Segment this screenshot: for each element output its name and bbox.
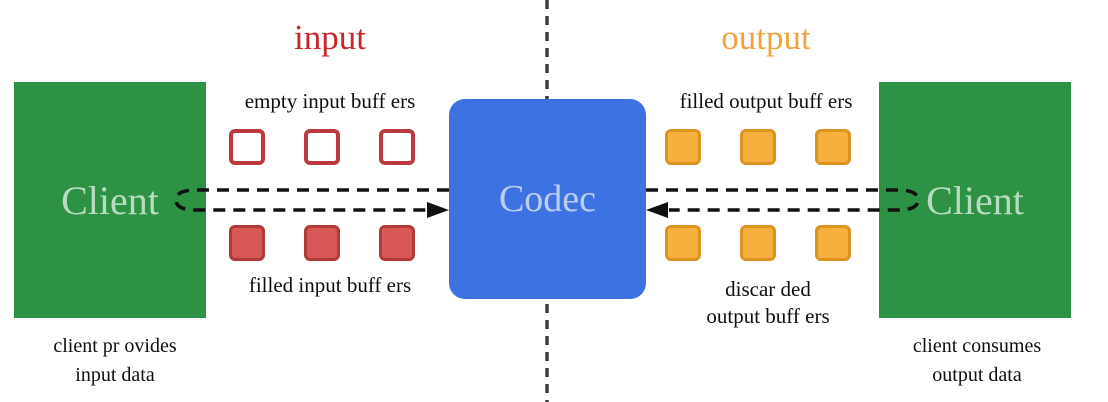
input-section-label: input bbox=[294, 18, 366, 57]
filled-input-buffer-square bbox=[304, 225, 340, 261]
client-left-label: Client bbox=[61, 177, 159, 223]
empty-input-buffer-row bbox=[229, 129, 415, 165]
client-right-box: Client bbox=[879, 82, 1071, 318]
client-right-label: Client bbox=[926, 177, 1024, 223]
discarded-label-line2: output buff ers bbox=[706, 304, 830, 329]
codec-label: Codec bbox=[498, 178, 597, 220]
client-right-caption-line1: client consumes bbox=[912, 335, 1042, 357]
filled-output-buffers-label: filled output buff ers bbox=[679, 89, 853, 113]
empty-input-buffer-square bbox=[229, 129, 265, 165]
discarded-output-buffer-square bbox=[815, 225, 851, 261]
discarded-output-buffers-label: discar ded output buff ers bbox=[658, 276, 878, 331]
client-left-caption-line1: client pr ovides bbox=[53, 335, 177, 357]
filled-input-buffer-row bbox=[229, 225, 415, 261]
discarded-output-buffer-square bbox=[740, 225, 776, 261]
client-left-box: Client bbox=[14, 82, 206, 318]
empty-input-buffer-square bbox=[304, 129, 340, 165]
filled-output-buffer-square bbox=[815, 129, 851, 165]
filled-input-buffer-square bbox=[379, 225, 415, 261]
discarded-output-buffer-square bbox=[665, 225, 701, 261]
codec-box: Codec bbox=[449, 99, 646, 299]
client-left-caption: client pr ovides input data bbox=[10, 332, 220, 390]
empty-input-buffer-square bbox=[379, 129, 415, 165]
empty-input-buffers-label: empty input buff ers bbox=[244, 89, 416, 113]
discarded-output-buffer-row bbox=[665, 225, 851, 261]
filled-output-buffer-square bbox=[665, 129, 701, 165]
client-right-caption-line2: output data bbox=[932, 364, 1022, 386]
filled-input-buffer-square bbox=[229, 225, 265, 261]
filled-output-buffer-square bbox=[740, 129, 776, 165]
discarded-label-line1: discar ded bbox=[725, 277, 811, 301]
client-left-caption-line2: input data bbox=[75, 364, 155, 386]
output-section-label: output bbox=[721, 18, 811, 57]
filled-input-buffers-label: filled input buff ers bbox=[248, 273, 412, 297]
client-right-caption: client consumes output data bbox=[872, 332, 1082, 390]
filled-output-buffer-row bbox=[665, 129, 851, 165]
